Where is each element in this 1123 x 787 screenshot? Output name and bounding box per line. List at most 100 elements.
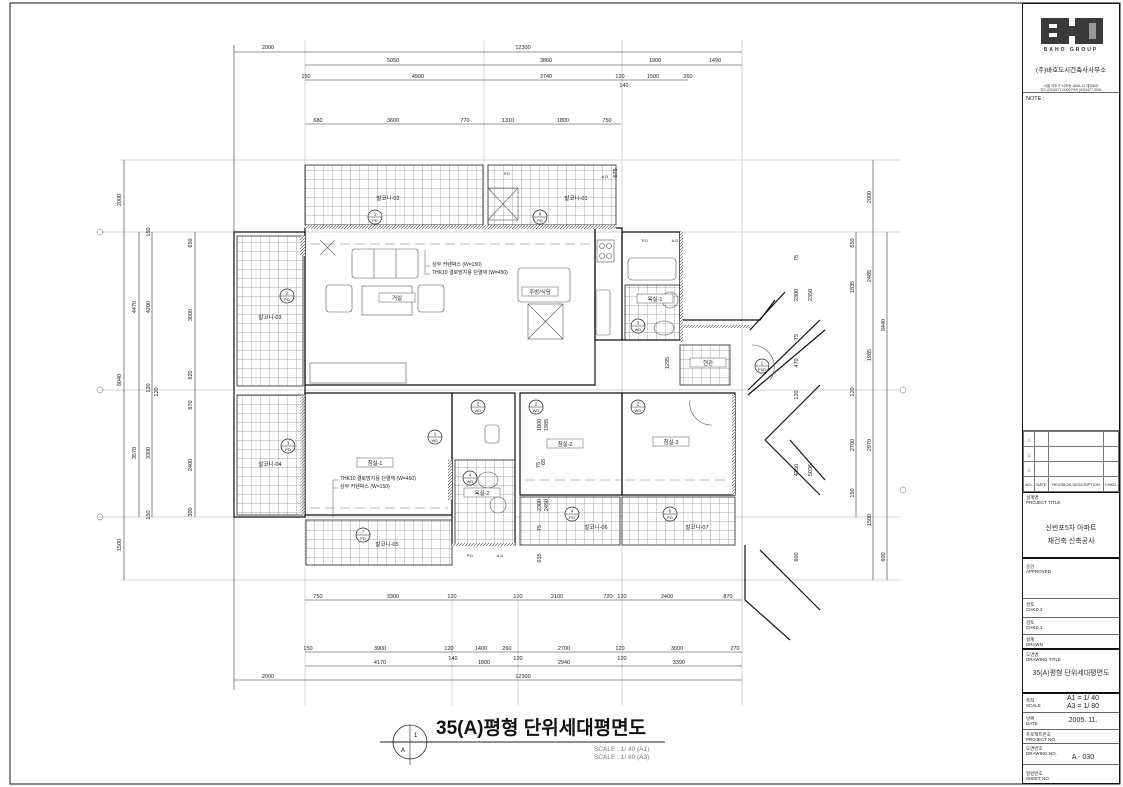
tag-type: WD: [533, 408, 540, 413]
room-label-box: [652, 436, 690, 447]
tag-number: 2: [286, 291, 289, 296]
chkd2-section: 검토 CHKD.2: [1023, 599, 1119, 618]
ad-label: A.D: [602, 174, 609, 179]
dimension-text: 600: [881, 552, 887, 561]
dimension-text: 4900: [412, 74, 424, 80]
room-label-box: [689, 357, 727, 368]
tag-type: PD: [284, 297, 290, 302]
dimension-text: 2400: [188, 459, 194, 471]
label-ko: 도면명: [1026, 652, 1039, 657]
approved-section: 승인 APPROVED: [1023, 559, 1119, 599]
dimension-text: 12300: [515, 45, 530, 51]
dimension-text: 870: [723, 594, 732, 600]
tag-number: 3: [637, 321, 640, 326]
dimension-text: 120: [615, 646, 624, 652]
dimension-text: 2940: [558, 660, 570, 666]
label-en: PROJECT NO.: [1026, 737, 1057, 742]
opening-tag: 5PD: [662, 506, 678, 522]
drawing-title-value: 35(A)평형 단위세대평면도: [1032, 670, 1110, 677]
room-label: 침실-3: [663, 438, 678, 446]
dimension-text: 120: [794, 390, 800, 399]
rev-header-date: DATE: [1034, 476, 1049, 492]
date-section: 날짜 DATE 2005. 11.: [1023, 713, 1119, 730]
opening-tag: 4WD: [462, 470, 478, 486]
grid-lines: [100, 40, 900, 705]
dimension-text: 120: [513, 656, 522, 662]
label-en: DRAWING TITLE: [1026, 657, 1062, 662]
tag-type: WD: [475, 408, 482, 413]
label-ko: 설계명: [1026, 495, 1039, 500]
scale-a1-value: A1 = 1/ 40: [1066, 695, 1100, 702]
dimension-text: 300: [188, 507, 194, 516]
dimension-text: 260: [683, 74, 692, 80]
dimension-text: 1835: [850, 281, 856, 293]
dimension-text: 1400: [475, 646, 487, 652]
dimension-text: 1800: [557, 118, 569, 124]
room-label: 현관: [703, 359, 713, 367]
tag-number: 6: [539, 212, 542, 217]
dimension-text: 650: [850, 238, 856, 247]
dimension-text: 150: [303, 646, 312, 652]
revision-table: △ △ △ NO. DATE REVISION DESCRIPTION CHKD…: [1023, 431, 1119, 493]
note-section: NOTE :: [1023, 93, 1119, 431]
rev-header-no: NO.: [1023, 476, 1035, 492]
dimension-text: 150: [146, 510, 152, 519]
grid-bubble: [96, 513, 104, 521]
dimension-text: 1900: [649, 58, 661, 64]
title-block: BAHO GROUP (주)바호도시건축사사무소 서울 서초구 서초동 1606…: [1022, 3, 1120, 784]
dimension-text: 3000: [671, 646, 683, 652]
dimension-text: 2100: [551, 594, 563, 600]
dimension-text: 1310: [502, 118, 514, 124]
project-line-2: 재건축 신축공사: [1047, 538, 1095, 545]
tag-number: 3: [287, 441, 290, 446]
room-label-box: [378, 292, 416, 303]
pd-label: P.D: [467, 553, 473, 558]
company-name: (주)바호도시건축사사무소: [1035, 67, 1107, 74]
label-en: DRAWING NO.: [1026, 751, 1057, 756]
dimension-text: 120: [444, 646, 453, 652]
dimension-text: 120: [154, 387, 160, 396]
opening-tag: 6PD: [532, 209, 548, 225]
tag-number: 2: [477, 402, 480, 407]
dimension-text: 270: [730, 646, 739, 652]
tag-number: 2: [535, 402, 538, 407]
dimension-text: 750: [602, 118, 611, 124]
dimension-text: 2000: [262, 45, 274, 51]
rev-header-chkd: CHKD.: [1103, 476, 1119, 492]
room-label: 발코니-01: [564, 194, 587, 202]
sheet-border: [9, 2, 1121, 785]
note-label: NOTE :: [1026, 96, 1045, 102]
dimension-text: 1800: [478, 660, 490, 666]
label-en: APPROVED: [1026, 569, 1052, 574]
room-2: 발코니-01 6PD: [532, 194, 588, 225]
tag-number: 5: [669, 509, 672, 514]
room-label: 발코니-04: [258, 460, 281, 468]
dimension-text: 140: [619, 83, 628, 89]
dimension-text: 2300: [537, 499, 543, 511]
opening-tag: 7PD: [355, 527, 371, 543]
rev-header-description: REVISION DESCRIPTION: [1048, 476, 1104, 492]
dimension-text: 820: [188, 370, 194, 379]
address-1: 서울 서초구 서초동 1606-12 세오B/D: [1043, 84, 1099, 88]
dimension-text: 75: [536, 462, 542, 468]
tag-number: 1: [761, 361, 764, 366]
tag-type: PD: [667, 515, 673, 520]
dimension-text: 1500: [867, 514, 873, 526]
dimension-text: 2700: [558, 646, 570, 652]
tag-type: PD: [569, 515, 575, 520]
project-title-section: 설계명 PROJECT TITLE 신반포5차 아파트 재건축 신축공사: [1023, 493, 1119, 559]
dimension-text: 3600: [387, 118, 399, 124]
dimension-text: 2000: [867, 191, 873, 203]
dimension-text: 120: [447, 594, 456, 600]
baho-logo: [1041, 18, 1103, 44]
dimension-text: 470: [794, 358, 800, 367]
label-en: SHEET NO.: [1026, 776, 1051, 781]
dimension-text: 5050: [387, 58, 399, 64]
dimension-text: 4470: [132, 301, 138, 313]
